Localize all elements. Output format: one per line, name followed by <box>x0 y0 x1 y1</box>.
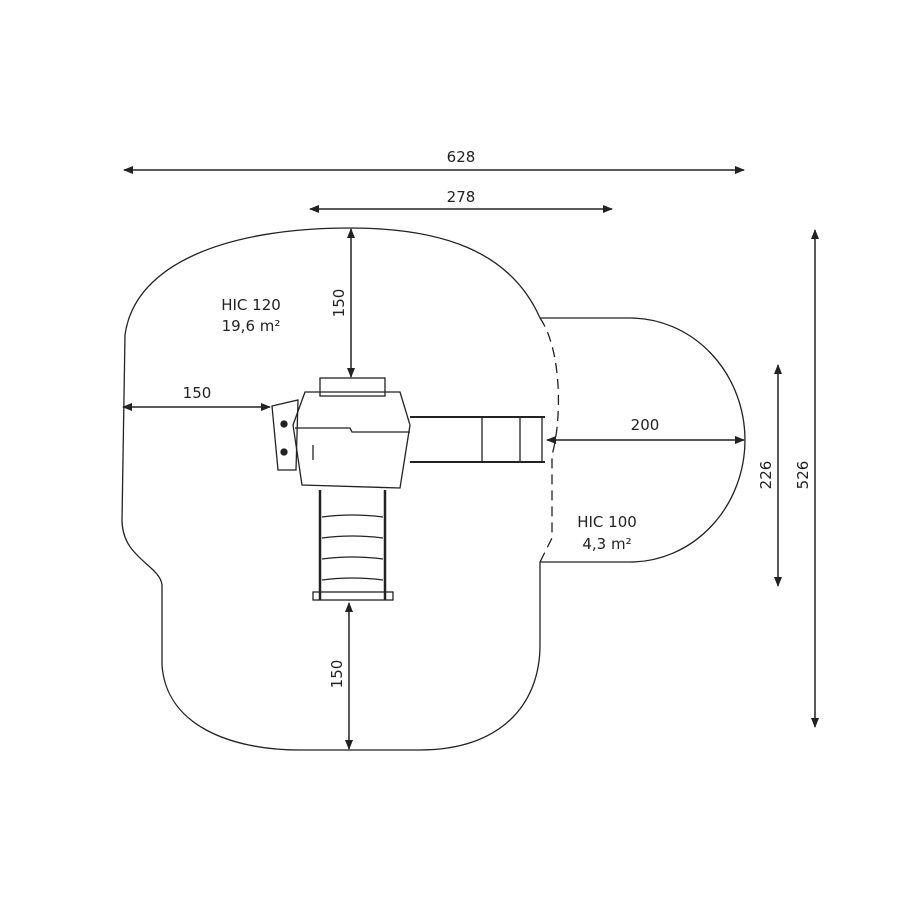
zone-boundary-dashed <box>539 317 560 563</box>
dim-top-width: 278 <box>447 188 476 206</box>
safety-zone-outline <box>121 227 746 751</box>
play-tower <box>271 377 411 489</box>
dim-top-clearance: 150 <box>330 289 348 318</box>
dim-slide-clearance: 200 <box>631 416 660 434</box>
dim-slide-depth: 226 <box>757 461 775 490</box>
main-zone-hic: HIC 120 <box>221 296 281 314</box>
dim-overall-depth: 526 <box>794 461 812 490</box>
main-zone-area: 19,6 m² <box>222 317 281 335</box>
ladder <box>312 490 394 601</box>
dim-overall-width: 628 <box>447 148 476 166</box>
slide-zone-hic: HIC 100 <box>577 513 637 531</box>
slide <box>410 416 545 463</box>
slide-zone-area: 4,3 m² <box>582 535 631 553</box>
dim-bottom-clearance: 150 <box>328 660 346 689</box>
dim-left-clearance: 150 <box>183 384 212 402</box>
